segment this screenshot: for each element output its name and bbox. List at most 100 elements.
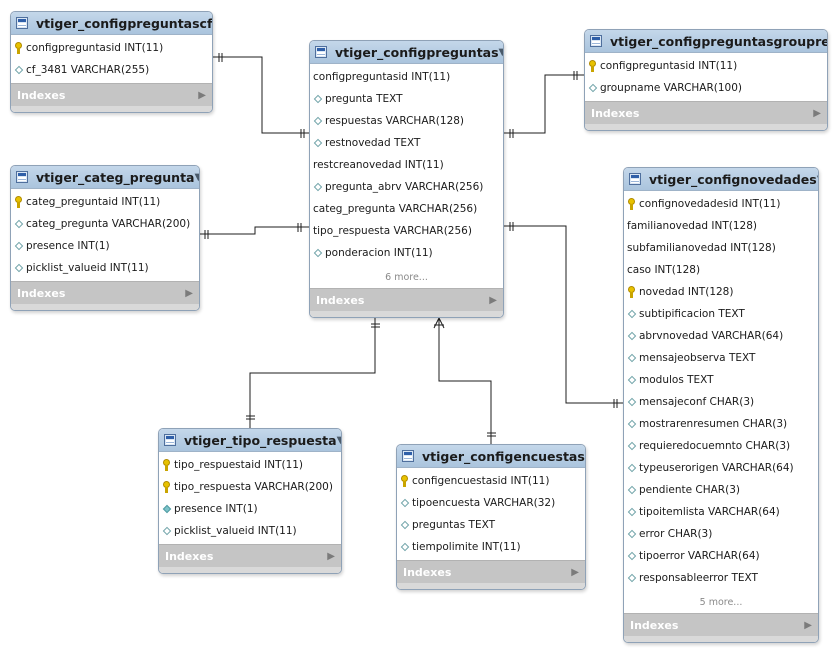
table-header[interactable]: vtiger_configpreguntas ▼ (310, 41, 503, 64)
table-vtiger-configpreguntasgrouprel[interactable]: vtiger_configpreguntasgrouprel ▼ configp… (584, 29, 828, 131)
column-icon (627, 463, 636, 473)
indexes-section[interactable]: Indexes ▶ (585, 101, 827, 124)
column-row[interactable]: tiempolimite INT(11) (397, 536, 585, 558)
expand-arrow-icon[interactable]: ▶ (571, 566, 579, 578)
column-row[interactable]: presence INT(1) (159, 498, 341, 520)
column-name: categ_pregunta VARCHAR(200) (26, 218, 191, 230)
column-row[interactable]: familianovedad INT(128) (624, 215, 818, 237)
indexes-section[interactable]: Indexes ▶ (159, 544, 341, 567)
column-row[interactable]: typeuserorigen VARCHAR(64) (624, 457, 818, 479)
indexes-section[interactable]: Indexes ▶ (11, 281, 199, 304)
column-row[interactable]: subfamilianovedad INT(128) (624, 237, 818, 259)
table-vtiger-tipo-respuesta[interactable]: vtiger_tipo_respuesta ▼ tipo_respuestaid… (158, 428, 342, 574)
table-vtiger-configpreguntascf[interactable]: vtiger_configpreguntascf ▼ configpregunt… (10, 11, 213, 113)
column-icon (627, 375, 636, 385)
table-footer (585, 124, 827, 130)
expand-arrow-icon[interactable]: ▶ (185, 287, 193, 299)
table-header[interactable]: vtiger_categ_pregunta ▼ (11, 166, 199, 189)
column-row[interactable]: groupname VARCHAR(100) (585, 77, 827, 99)
column-row[interactable]: tipoencuesta VARCHAR(32) (397, 492, 585, 514)
indexes-label: Indexes (630, 618, 679, 632)
column-row[interactable]: cf_3481 VARCHAR(255) (11, 59, 212, 81)
column-row[interactable]: tipo_respuestaid INT(11) (159, 454, 341, 476)
expand-arrow-icon[interactable]: ▶ (327, 550, 335, 562)
indexes-section[interactable]: Indexes ▶ (11, 83, 212, 106)
relation-configpreguntascf-configpreguntas (213, 56, 310, 134)
indexes-section[interactable]: Indexes ▶ (624, 613, 818, 636)
column-row[interactable]: subtipificacion TEXT (624, 303, 818, 325)
column-row[interactable]: presence INT(1) (11, 235, 199, 257)
column-row[interactable]: configencuestasid INT(11) (397, 470, 585, 492)
table-vtiger-confignovedades[interactable]: vtiger_confignovedades ▼ confignovedades… (623, 167, 819, 643)
column-row[interactable]: confignovedadesid INT(11) (624, 193, 818, 215)
column-row[interactable]: mostrarenresumen CHAR(3) (624, 413, 818, 435)
column-row[interactable]: picklist_valueid INT(11) (159, 520, 341, 542)
table-header[interactable]: vtiger_tipo_respuesta ▼ (159, 429, 341, 452)
indexes-section[interactable]: Indexes ▶ (310, 288, 503, 311)
collapse-arrow-icon[interactable]: ▼ (817, 174, 818, 185)
column-row[interactable]: restcreanovedad INT(11) (310, 154, 503, 176)
collapse-arrow-icon[interactable]: ▼ (499, 47, 503, 58)
column-row[interactable]: modulos TEXT (624, 369, 818, 391)
column-row[interactable]: configpreguntasid INT(11) (585, 55, 827, 77)
column-row[interactable]: abrvnovedad VARCHAR(64) (624, 325, 818, 347)
table-vtiger-configpreguntas[interactable]: vtiger_configpreguntas ▼ configpreguntas… (309, 40, 504, 318)
collapse-arrow-icon[interactable]: ▼ (195, 172, 200, 183)
column-row[interactable]: categ_pregunta VARCHAR(256) (310, 198, 503, 220)
column-row[interactable]: pregunta_abrv VARCHAR(256) (310, 176, 503, 198)
collapse-arrow-icon[interactable]: ▼ (212, 18, 213, 29)
table-header[interactable]: vtiger_configpreguntascf ▼ (11, 12, 212, 35)
column-icon (627, 441, 636, 451)
column-list: configpreguntasid INT(11) pregunta TEXT re… (310, 64, 503, 266)
column-row[interactable]: caso INT(128) (624, 259, 818, 281)
column-row[interactable]: novedad INT(128) (624, 281, 818, 303)
column-row[interactable]: categ_preguntaid INT(11) (11, 191, 199, 213)
table-title: vtiger_categ_pregunta (36, 169, 195, 185)
column-row[interactable]: requieredocuemnto CHAR(3) (624, 435, 818, 457)
expand-arrow-icon[interactable]: ▶ (198, 89, 206, 101)
column-row[interactable]: tipoitemlista VARCHAR(64) (624, 501, 818, 523)
collapse-arrow-icon[interactable]: ▼ (337, 435, 341, 446)
column-row[interactable]: tipoerror VARCHAR(64) (624, 545, 818, 567)
column-name: pregunta TEXT (325, 93, 403, 105)
more-columns-link[interactable]: 5 more... (699, 596, 743, 608)
expand-arrow-icon[interactable]: ▶ (813, 107, 821, 119)
column-icon (14, 65, 23, 75)
column-icon (400, 542, 409, 552)
column-row[interactable]: tipo_respuesta VARCHAR(200) (159, 476, 341, 498)
column-row[interactable]: restnovedad TEXT (310, 132, 503, 154)
column-row[interactable]: configpreguntasid INT(11) (310, 66, 503, 88)
table-header[interactable]: vtiger_confignovedades ▼ (624, 168, 818, 191)
column-row[interactable]: tipo_respuesta VARCHAR(256) (310, 220, 503, 242)
expand-arrow-icon[interactable]: ▶ (489, 294, 497, 306)
column-row[interactable]: preguntas TEXT (397, 514, 585, 536)
column-row[interactable]: responsableerror TEXT (624, 567, 818, 589)
column-row[interactable]: mensajeconf CHAR(3) (624, 391, 818, 413)
table-icon (590, 35, 602, 47)
column-name: ponderacion INT(11) (325, 247, 433, 259)
column-row[interactable]: picklist_valueid INT(11) (11, 257, 199, 279)
column-icon (400, 520, 409, 530)
collapse-arrow-icon[interactable]: ▼ (585, 451, 586, 462)
column-name: picklist_valueid INT(11) (26, 262, 149, 274)
column-row[interactable]: pregunta TEXT (310, 88, 503, 110)
expand-arrow-icon[interactable]: ▶ (804, 619, 812, 631)
more-columns-link[interactable]: 6 more... (385, 271, 428, 283)
column-row[interactable]: ponderacion INT(11) (310, 242, 503, 264)
indexes-section[interactable]: Indexes ▶ (397, 560, 585, 583)
column-row[interactable]: categ_pregunta VARCHAR(200) (11, 213, 199, 235)
column-row[interactable]: respuestas VARCHAR(128) (310, 110, 503, 132)
column-list: tipo_respuestaid INT(11)tipo_respuesta V… (159, 452, 341, 544)
table-title: vtiger_configpreguntas (335, 44, 499, 60)
column-row[interactable]: error CHAR(3) (624, 523, 818, 545)
column-row[interactable]: mensajeobserva TEXT (624, 347, 818, 369)
column-icon (14, 263, 23, 273)
table-header[interactable]: vtiger_configpreguntasgrouprel ▼ (585, 30, 827, 53)
column-row[interactable]: pendiente CHAR(3) (624, 479, 818, 501)
table-vtiger-categ-pregunta[interactable]: vtiger_categ_pregunta ▼ categ_preguntaid… (10, 165, 200, 311)
table-vtiger-configencuestas[interactable]: vtiger_configencuestas ▼ configencuestas… (396, 444, 586, 590)
column-row[interactable]: configpreguntasid INT(11) (11, 37, 212, 59)
column-icon (627, 309, 636, 319)
table-header[interactable]: vtiger_configencuestas ▼ (397, 445, 585, 468)
column-icon (627, 529, 636, 539)
